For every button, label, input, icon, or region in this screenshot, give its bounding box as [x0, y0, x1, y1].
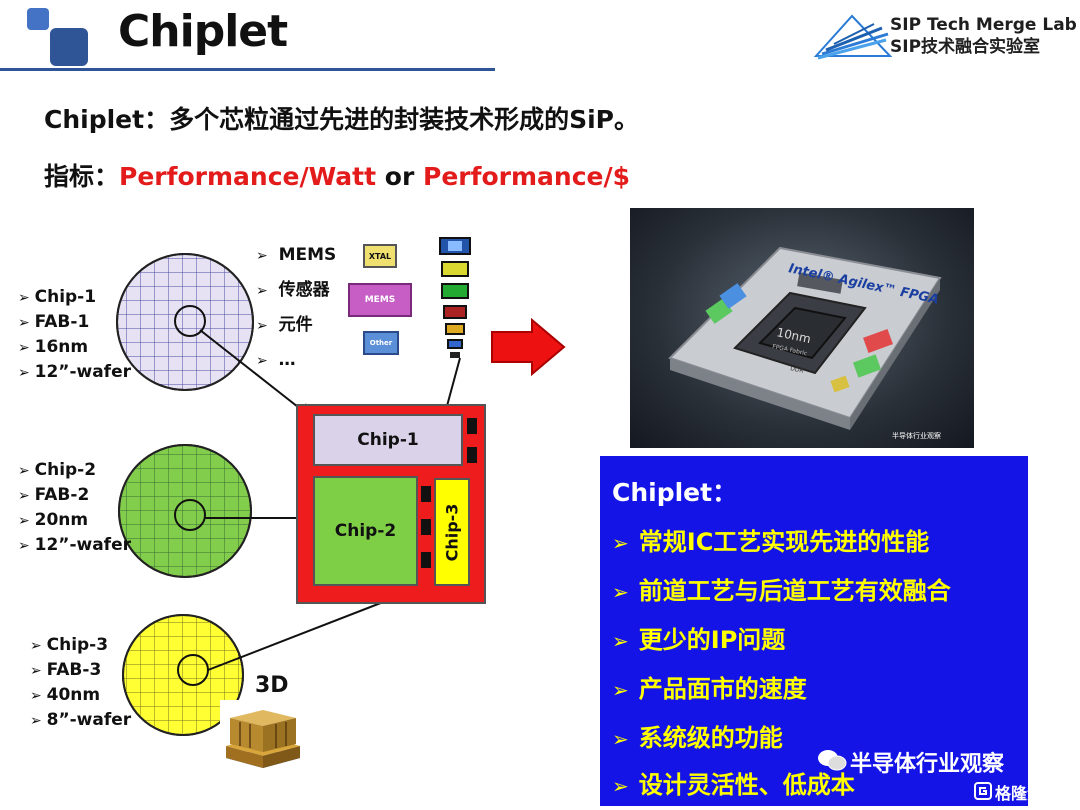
bullet-arrow-icon: ➢ — [612, 629, 629, 653]
3d-stack-icon — [220, 700, 306, 772]
panel-item-text: 设计灵活性、低成本 — [638, 771, 855, 799]
chiplet-diagram — [116, 253, 461, 736]
metric-label: 指标： — [44, 162, 120, 191]
label-3d: 3D — [255, 673, 289, 698]
lab-name-en: SIP Tech Merge Lab — [890, 15, 1077, 35]
panel-title: Chiplet： — [612, 478, 738, 507]
panel-item-text: 产品面市的速度 — [638, 675, 807, 703]
lab-logo-icon — [813, 14, 892, 60]
component-mems: MEMS — [256, 238, 337, 273]
package-pad — [421, 552, 431, 568]
wafer-1-fab: FAB-1 — [18, 310, 131, 335]
wafer-1-chip: Chip-1 — [18, 285, 131, 310]
logo-square-large — [50, 28, 88, 66]
wafer-3-fab: FAB-3 — [30, 658, 131, 683]
wafer-3-specs: Chip-3 FAB-3 40nm 8”-wafer — [30, 633, 132, 733]
fpga-package-photo: Intel® Agilex™ FPGA 10nm FPGA Fabric DDR… — [630, 208, 974, 448]
component-element: 元件 — [256, 308, 336, 343]
watermark-site: 格隆汇 — [995, 784, 1044, 803]
mems-icon: MEMS — [348, 283, 412, 317]
bullet-arrow-icon: ➢ — [612, 580, 629, 604]
other-icon: Other — [363, 331, 399, 355]
metric-or: or — [376, 162, 424, 191]
wafer-2-chip: Chip-2 — [18, 458, 131, 483]
chip-3-label: Chip-3 — [442, 503, 462, 561]
component-sensor: 传感器 — [256, 273, 336, 308]
intro-metric: 指标：Performance/Watt or Performance/$ — [44, 157, 630, 193]
bullet-arrow-icon: ➢ — [612, 531, 629, 555]
wafer-2 — [118, 444, 252, 578]
panel-item-text: 常规IC工艺实现先进的性能 — [638, 528, 930, 556]
wafer-2-fab: FAB-2 — [18, 483, 131, 508]
wafer-2-node: 20nm — [18, 508, 131, 533]
package-pad — [421, 486, 431, 502]
passive-components-icon — [439, 237, 471, 358]
panel-item-text: 系统级的功能 — [638, 724, 783, 752]
glh-logo-icon — [974, 782, 992, 800]
wafer-2-specs: Chip-2 FAB-2 20nm 12”-wafer — [18, 458, 131, 558]
wafer-1-node: 16nm — [18, 335, 131, 360]
metric-b: Performance/$ — [423, 162, 631, 191]
bullet-arrow-icon: ➢ — [612, 774, 629, 798]
panel-item: ➢ 设计灵活性、低成本 — [612, 765, 855, 800]
lab-name-cn: SIP技术融合实验室 — [890, 37, 1041, 57]
watermark-channel: 半导体行业观察 — [850, 752, 1005, 777]
wafer-1 — [116, 253, 254, 391]
page-title: Chiplet — [118, 6, 288, 57]
panel-item-text: 前道工艺与后道工艺有效融合 — [638, 577, 951, 605]
photo-watermark: 半导体行业观察 — [892, 431, 941, 440]
fpga-mem-text: DDR — [790, 365, 805, 375]
wafer-2-size: 12”-wafer — [18, 533, 131, 558]
panel-item-text: 更少的IP问题 — [638, 626, 786, 654]
right-arrow-icon — [491, 318, 566, 376]
bullet-arrow-icon: ➢ — [612, 678, 629, 702]
intro-definition: Chiplet：多个芯粒通过先进的封装技术形成的SiP。 — [44, 105, 639, 134]
wafer-1-size: 12”-wafer — [18, 360, 131, 385]
package-chip-2: Chip-2 — [313, 476, 418, 586]
title-underline — [0, 68, 495, 71]
lab-name: SIP Tech Merge Lab SIP技术融合实验室 — [890, 14, 1077, 58]
panel-item: ➢ 系统级的功能 — [612, 718, 783, 753]
fpga-illustration: Intel® Agilex™ FPGA 10nm FPGA Fabric DDR… — [668, 246, 942, 440]
components-list: MEMS 传感器 元件 … — [256, 238, 337, 378]
panel-item: ➢ 常规IC工艺实现先进的性能 — [612, 522, 929, 557]
package-pad — [467, 447, 477, 463]
wechat-icon — [818, 750, 847, 771]
component-more: … — [256, 343, 336, 378]
wafer-3 — [122, 614, 244, 736]
chiplet-benefits-panel — [600, 456, 1028, 806]
logo-square-small — [27, 8, 49, 30]
panel-item: ➢ 产品面市的速度 — [612, 669, 807, 704]
panel-item: ➢ 更少的IP问题 — [612, 620, 785, 655]
wafer-1-specs: Chip-1 FAB-1 16nm 12”-wafer — [18, 285, 131, 385]
package-chip-3: Chip-3 — [434, 478, 470, 586]
xtal-icon: XTAL — [363, 244, 397, 268]
metric-a: Performance/Watt — [119, 162, 377, 191]
package-pad — [421, 519, 431, 535]
wafer-3-size: 8”-wafer — [30, 708, 132, 733]
package-chip-1: Chip-1 — [313, 414, 463, 466]
panel-item: ➢ 前道工艺与后道工艺有效融合 — [612, 571, 951, 606]
wafer-3-node: 40nm — [30, 683, 131, 708]
package-pad — [467, 418, 477, 434]
bullet-arrow-icon: ➢ — [612, 727, 629, 751]
wafer-3-chip: Chip-3 — [30, 633, 131, 658]
